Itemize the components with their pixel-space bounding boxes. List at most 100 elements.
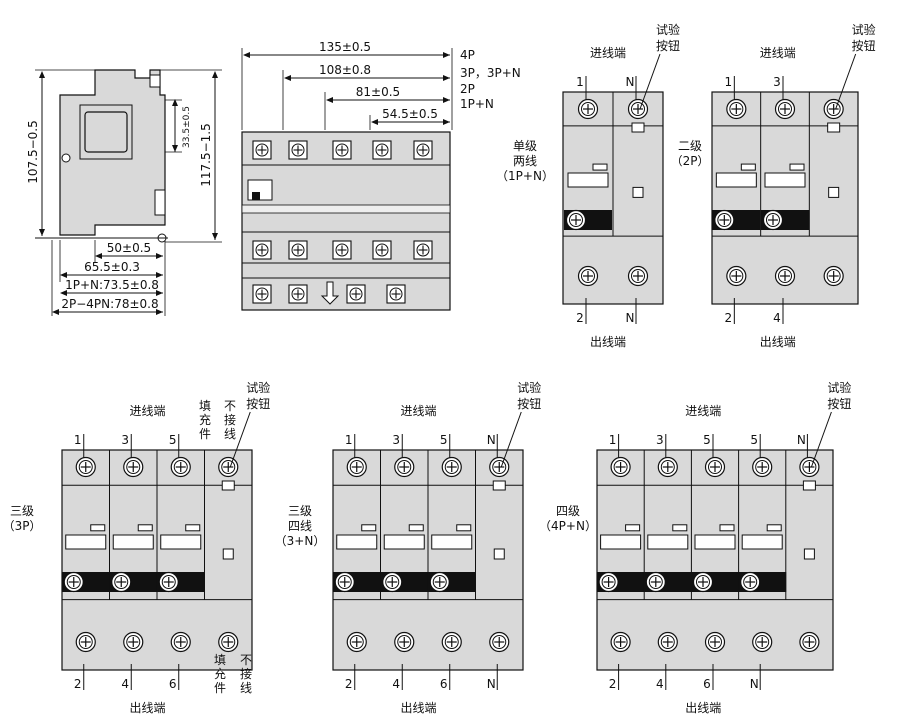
inlet-label: 进线端 (685, 404, 721, 418)
neutral-terminal (489, 631, 510, 653)
mid-terminal-2 (158, 571, 179, 593)
mid-terminal-0 (334, 571, 355, 593)
down-arrow-icon (320, 281, 340, 305)
front-mid-screw-3 (372, 240, 392, 260)
no-wiring-label: 接 (224, 412, 236, 427)
bottom-terminal-2 (704, 631, 726, 653)
top-terminal-0 (75, 456, 96, 478)
lever (336, 534, 378, 550)
outlet-terminal-label: 2 (74, 677, 82, 691)
bottom-terminal-0 (577, 265, 599, 287)
front-mid-screw-2 (332, 240, 352, 260)
top-terminal-1 (774, 98, 796, 120)
lever (567, 172, 609, 188)
outlet-terminal-label: 6 (169, 677, 177, 691)
front-body (241, 131, 451, 311)
top-terminal-1 (123, 456, 144, 478)
test-indicator (221, 480, 235, 491)
inlet-terminal-label: 5 (169, 433, 177, 447)
test-button-icon (799, 456, 820, 478)
test-button-label: 试验 (827, 380, 851, 395)
mid-terminal-3 (740, 571, 761, 593)
inlet-terminal-label: 1 (725, 75, 733, 89)
bottom-terminal-1 (774, 265, 796, 287)
inlet-terminal-label: N (487, 433, 496, 447)
test-indicator (802, 480, 816, 491)
test-button-icon (218, 456, 239, 478)
lever (694, 534, 736, 550)
filler-label: 充 (214, 666, 226, 681)
height-right-label: 117.5−1.5 (199, 123, 213, 187)
panel-code: （3P） (3, 519, 42, 533)
outlet-terminal-label: N (487, 677, 496, 691)
lever (600, 534, 642, 550)
outlet-label: 出线端 (760, 335, 796, 349)
outlet-terminal-label: 6 (440, 677, 448, 691)
mid-terminal-2 (692, 571, 714, 593)
front-bottom-screw-0 (252, 284, 272, 304)
mid-terminal-1 (762, 209, 784, 231)
dim-65: 65.5±0.3 (84, 260, 140, 274)
bottom-terminal-3 (752, 631, 773, 653)
outlet-label: 出线端 (685, 701, 721, 715)
panel-title: 二级 (678, 139, 702, 153)
test-button-label: 按钮 (852, 38, 876, 53)
front-top-screw-3 (372, 140, 392, 160)
front-top-screw-0 (252, 140, 272, 160)
bottom-terminal-1 (394, 631, 415, 653)
lever (65, 534, 107, 550)
front-view: 135±0.5 108±0.8 81±0.5 54.5±0.5 4P 3P，3P… (241, 40, 521, 311)
inlet-terminal-label: 3 (773, 75, 781, 89)
dim-73: 1P+N:73.5±0.8 (65, 278, 159, 292)
front-bottom-screw-1 (288, 284, 308, 304)
top-terminal-2 (170, 456, 191, 478)
top-terminal-0 (346, 456, 367, 478)
bottom-terminal-1 (657, 631, 678, 653)
bottom-terminal-2 (170, 631, 191, 653)
top-terminal-0 (726, 98, 747, 120)
outlet-terminal-label: N (626, 311, 635, 325)
no-wiring-label: 线 (240, 681, 252, 695)
no-wiring-label: 不 (240, 653, 252, 667)
inlet-terminal-label: 1 (576, 75, 584, 89)
test-button-label: 试验 (656, 22, 680, 37)
legend-4p: 4P (460, 48, 475, 62)
bottom-terminal-1 (123, 631, 144, 653)
test-button-label: 试验 (517, 380, 541, 395)
inlet-label: 进线端 (129, 404, 165, 418)
dim-78: 2P−4PN:78±0.8 (61, 297, 158, 311)
test-button-label: 按钮 (656, 38, 680, 53)
panel-code: （1P+N） (496, 169, 554, 183)
outlet-terminal-label: 4 (392, 677, 400, 691)
side-window (84, 111, 128, 153)
top-terminal-0 (577, 98, 599, 120)
inlet-terminal-label: 5 (750, 433, 758, 447)
filler-label: 填 (214, 653, 226, 667)
test-button-icon (627, 98, 649, 120)
front-indicator-mark (252, 192, 260, 200)
outlet-label: 出线端 (129, 701, 165, 715)
outlet-terminal-label: 4 (121, 677, 129, 691)
lever (112, 534, 154, 550)
inlet-terminal-label: 3 (121, 433, 129, 447)
panel-title: 四级 (556, 504, 580, 518)
filler-label: 填 (199, 399, 211, 413)
lever (715, 172, 757, 188)
dim-50: 50±0.5 (107, 241, 151, 255)
no-wiring-label: 不 (224, 399, 236, 413)
neutral-terminal (627, 265, 649, 287)
inlet-terminal-label: N (626, 75, 635, 89)
lever (764, 172, 806, 188)
mid-terminal-0 (598, 571, 619, 593)
lever (741, 534, 783, 550)
top-terminal-0 (610, 456, 631, 478)
top-terminal-3 (752, 456, 773, 478)
front-mid-screw-1 (288, 240, 308, 260)
outlet-terminal-label: N (750, 677, 759, 691)
top-terminal-1 (657, 456, 678, 478)
width-54: 54.5±0.5 (382, 107, 438, 121)
mid-terminal-1 (111, 571, 132, 593)
outlet-label: 出线端 (590, 335, 626, 349)
